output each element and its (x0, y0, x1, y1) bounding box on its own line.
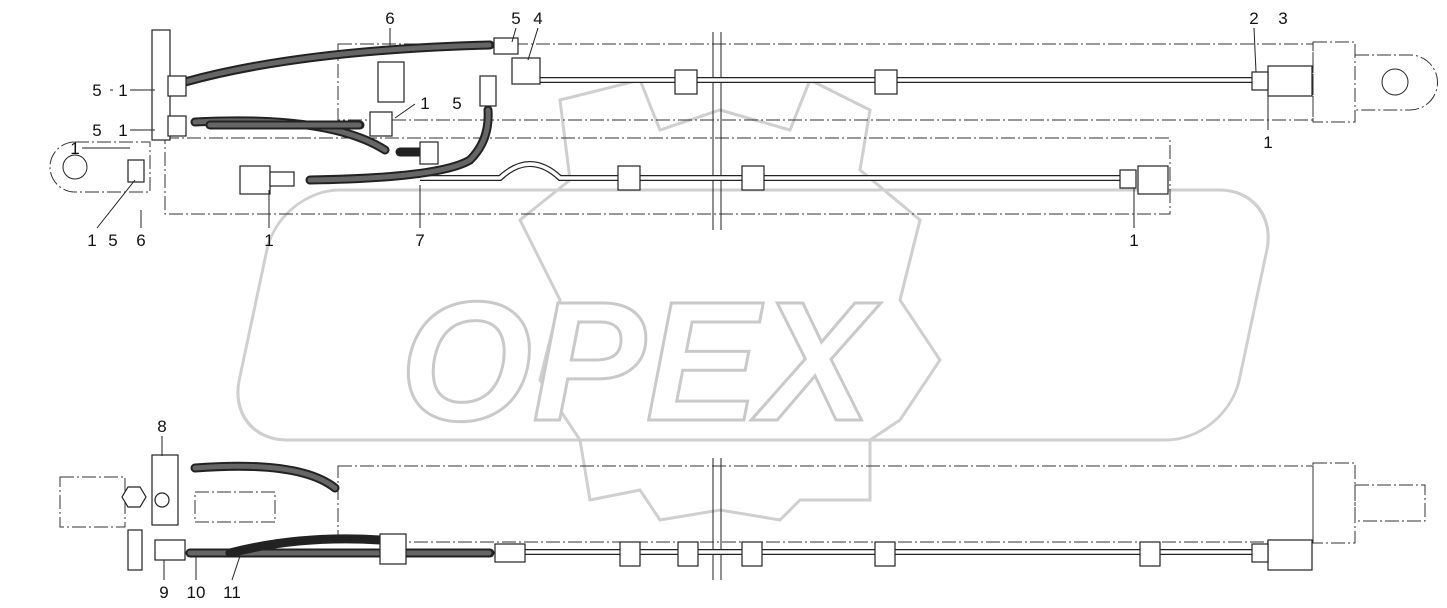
callout: 2 (1249, 9, 1258, 28)
callout: 1 (118, 81, 127, 100)
callouts-top: 6 5 4 2 3 5 1 1 5 5 1 1 1 1 5 6 1 7 1 (70, 9, 1287, 250)
callout: 7 (415, 231, 424, 250)
callout: 8 (157, 417, 166, 436)
callout: 5 (452, 94, 461, 113)
callout: 1 (1263, 133, 1272, 152)
callout: 6 (385, 9, 394, 28)
callouts-bottom: 8 9 10 11 (157, 417, 241, 602)
callout: 4 (533, 9, 542, 28)
callout: 1 (87, 231, 96, 250)
callout: 1 (264, 231, 273, 250)
callout: 5 (92, 121, 101, 140)
callout: 3 (1278, 9, 1287, 28)
watermark: OPEX (236, 77, 1270, 522)
callout: 1 (1129, 231, 1138, 250)
watermark-text: OPEX (400, 267, 881, 457)
callout: 1 (118, 121, 127, 140)
top-assembly (49, 29, 1438, 230)
callout: 5 (108, 231, 117, 250)
callout: 11 (223, 583, 241, 602)
watermark-frame (236, 188, 1270, 442)
callout: 5 (511, 9, 520, 28)
callout: 6 (136, 231, 145, 250)
leader-lines-bottom (161, 436, 241, 581)
callout: 5 (92, 81, 101, 100)
callout: 1 (420, 94, 429, 113)
leader-lines-top (82, 27, 1269, 229)
callout: 1 (70, 139, 79, 158)
callout: 9 (159, 583, 168, 602)
bottom-assembly (59, 454, 1426, 580)
watermark-gear (518, 77, 942, 522)
callout: 10 (187, 583, 206, 602)
